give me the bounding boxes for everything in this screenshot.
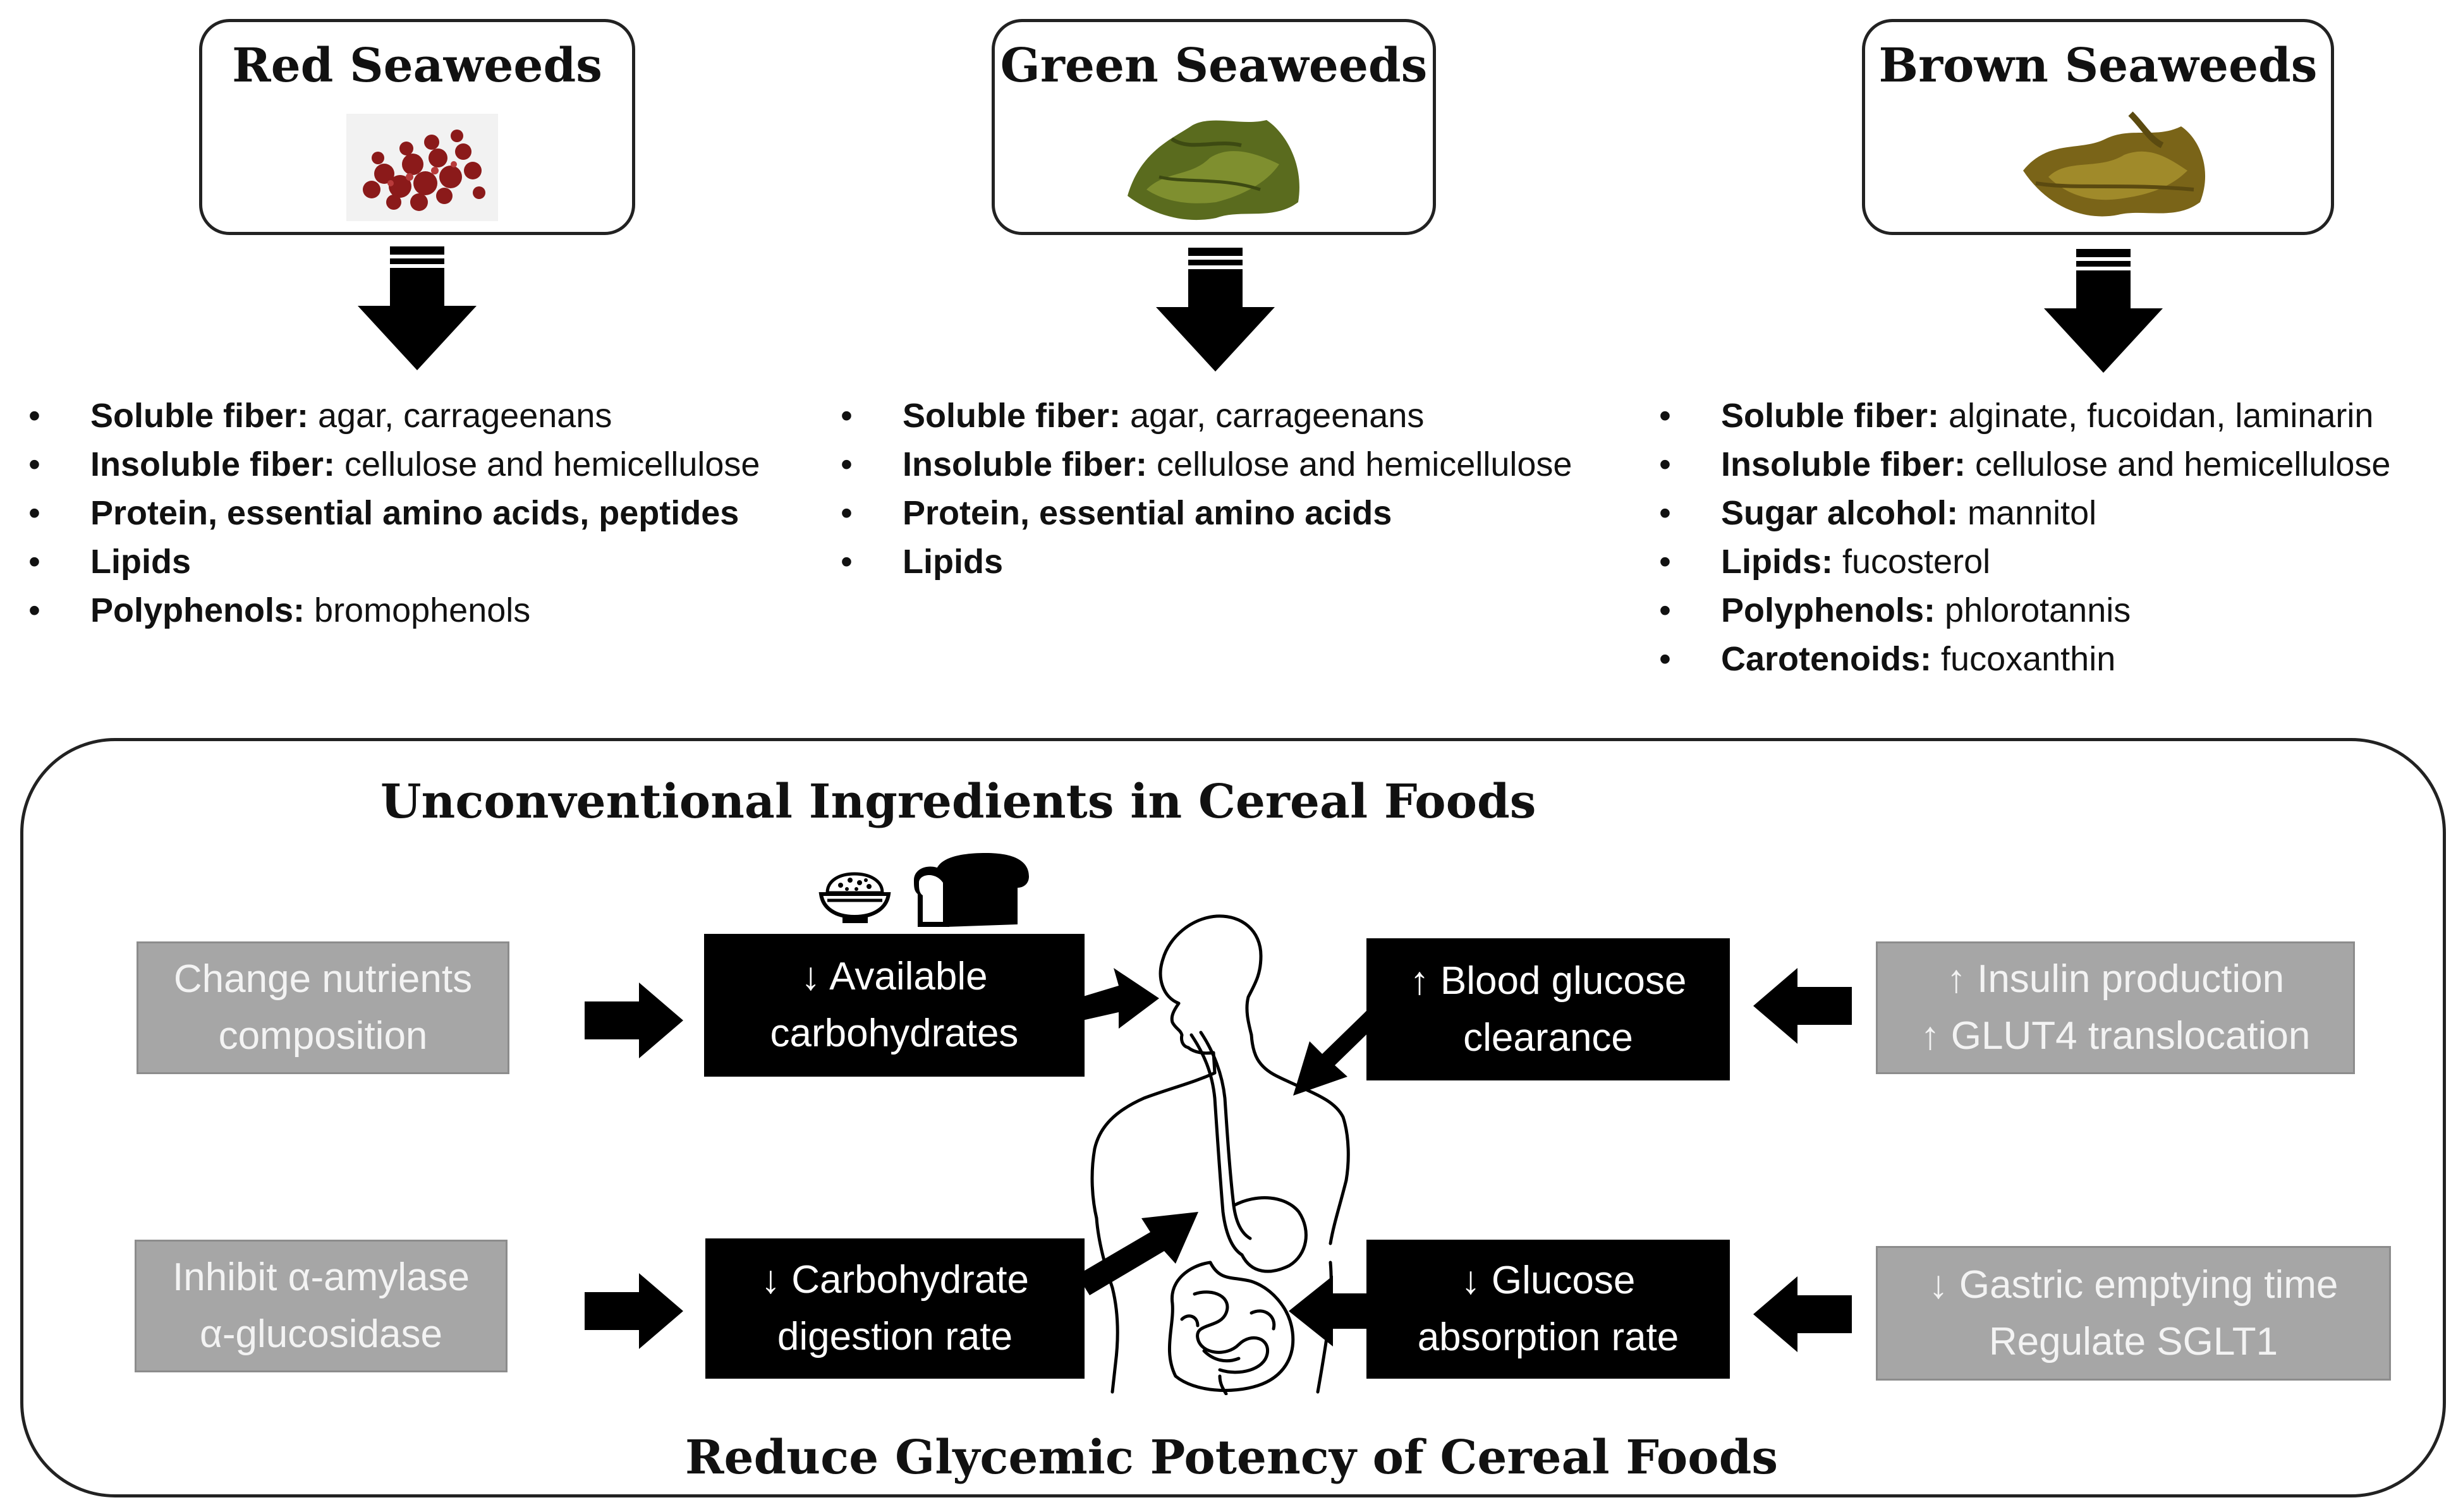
brown-seaweed-components: Soluble fiber: alginate, fucoidan, lamin… xyxy=(1659,392,2390,684)
human-digestive-system-icon xyxy=(1090,914,1350,1395)
list-item: Lipids xyxy=(28,538,760,586)
green-seaweed-card: Green Seaweeds xyxy=(992,19,1436,235)
left-arrow-icon xyxy=(1753,1276,1852,1352)
red-seaweed-title: Red Seaweeds xyxy=(232,39,602,93)
glucose-clearance-box: ↑ Blood glucose clearance xyxy=(1366,938,1730,1080)
list-item: Insoluble fiber: cellulose and hemicellu… xyxy=(28,440,760,489)
down-arrow-icon xyxy=(358,246,477,370)
digestion-rate-box: ↓ Carbohydrate digestion rate xyxy=(705,1238,1085,1379)
red-seaweed-card: Red Seaweeds xyxy=(199,19,635,235)
list-item: Sugar alcohol: mannitol xyxy=(1659,489,2390,538)
absorption-rate-box: ↓ Glucose absorption rate xyxy=(1366,1240,1730,1379)
bread-icon xyxy=(914,853,1029,927)
gastric-sglt1-box: ↓ Gastric emptying time Regulate SGLT1 xyxy=(1876,1246,2391,1381)
left-arrow-icon xyxy=(1289,1276,1375,1346)
left-arrow-icon xyxy=(1753,968,1852,1044)
list-item: Lipids: fucosterol xyxy=(1659,538,2390,586)
list-item: Soluble fiber: alginate, fucoidan, lamin… xyxy=(1659,392,2390,440)
red-seaweed-image xyxy=(346,114,498,221)
list-item: Protein, essential amino acids, peptides xyxy=(28,489,760,538)
list-item: Soluble fiber: agar, carrageenans xyxy=(28,392,760,440)
insulin-glut4-box: ↑ Insulin production ↑ GLUT4 translocati… xyxy=(1876,941,2355,1074)
list-item: Insoluble fiber: cellulose and hemicellu… xyxy=(841,440,1572,489)
list-item: Soluble fiber: agar, carrageenans xyxy=(841,392,1572,440)
down-arrow-icon xyxy=(1156,248,1275,372)
green-seaweed-title: Green Seaweeds xyxy=(1000,39,1428,93)
list-item: Lipids xyxy=(841,538,1572,586)
green-seaweed-image xyxy=(1128,120,1299,221)
right-arrow-icon xyxy=(585,983,683,1058)
list-item: Protein, essential amino acids xyxy=(841,489,1572,538)
list-item: Polyphenols: bromophenols xyxy=(28,586,760,635)
brown-seaweed-card: Brown Seaweeds xyxy=(1862,19,2334,235)
available-carbs-box: ↓ Available carbohydrates xyxy=(704,934,1085,1077)
panel-title: Unconventional Ingredients in Cereal Foo… xyxy=(380,775,1536,829)
list-item: Carotenoids: fucoxanthin xyxy=(1659,635,2390,684)
panel-footer: Reduce Glycemic Potency of Cereal Foods xyxy=(684,1430,1779,1485)
right-arrow-icon xyxy=(585,1273,683,1349)
right-arrow-icon xyxy=(1077,1212,1198,1295)
list-item: Insoluble fiber: cellulose and hemicellu… xyxy=(1659,440,2390,489)
inhibit-enzymes-box: Inhibit α-amylase α-glucosidase xyxy=(135,1240,508,1372)
rice-bowl-icon xyxy=(818,872,891,923)
down-arrow-icon xyxy=(2044,249,2163,373)
change-nutrients-box: Change nutrients composition xyxy=(137,941,509,1074)
left-arrow-icon xyxy=(1293,1008,1382,1096)
green-seaweed-components: Soluble fiber: agar, carrageenans Insolu… xyxy=(841,392,1572,586)
brown-seaweed-image xyxy=(2023,111,2206,217)
brown-seaweed-title: Brown Seaweeds xyxy=(1878,39,2318,93)
list-item: Polyphenols: phlorotannis xyxy=(1659,586,2390,635)
red-seaweed-components: Soluble fiber: agar, carrageenans Insolu… xyxy=(28,392,760,635)
right-arrow-icon xyxy=(1077,968,1159,1029)
